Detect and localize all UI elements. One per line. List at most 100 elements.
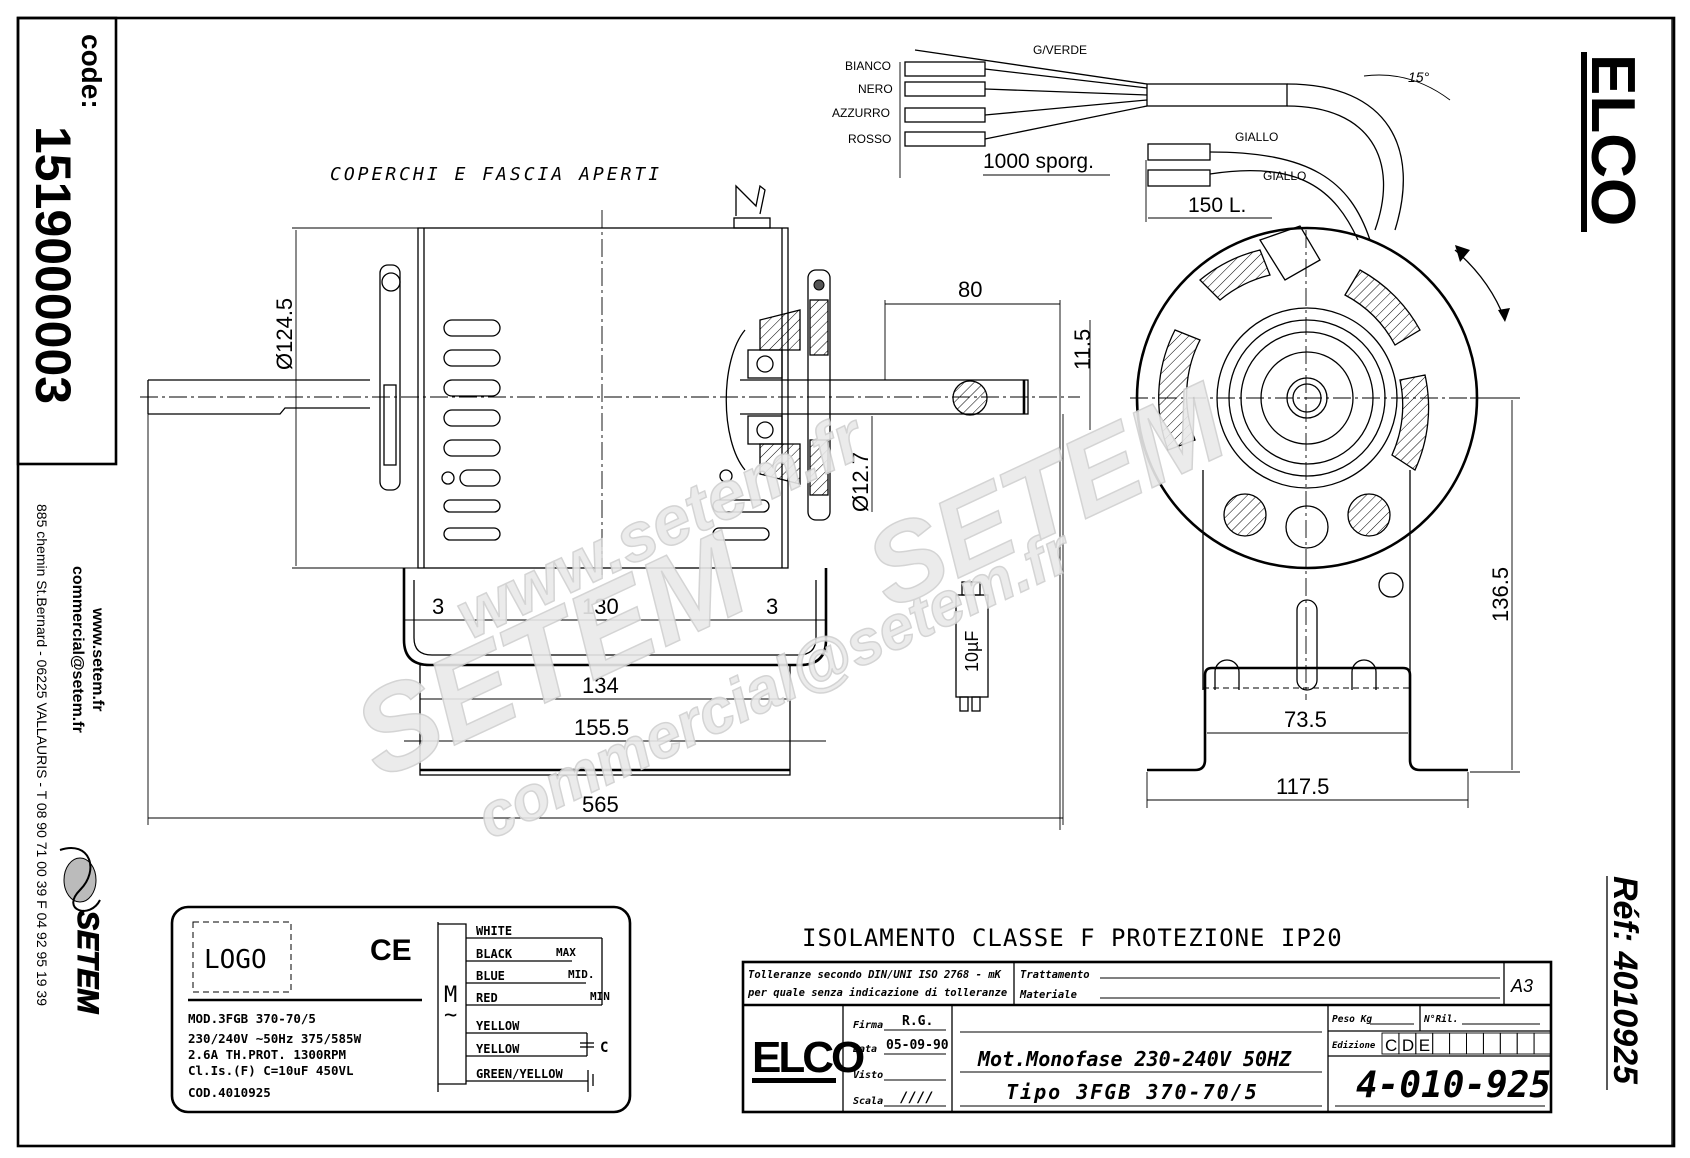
svg-text:Trattamento: Trattamento: [1020, 969, 1090, 981]
logo-placeholder: LOGO: [204, 945, 267, 975]
svg-text:WHITE: WHITE: [476, 924, 512, 938]
ce-mark: CE: [370, 934, 412, 967]
svg-text:Data: Data: [852, 1044, 877, 1055]
svg-text:Réf: 4010925: Réf: 4010925: [1606, 876, 1644, 1085]
dim-gap-left: 3: [432, 594, 444, 619]
svg-text:MAX: MAX: [556, 946, 576, 959]
drawing-frame: [16, 16, 1676, 1148]
svg-text:C: C: [600, 1040, 608, 1056]
edition-letter: D: [1402, 1036, 1414, 1055]
edition-box: [1499, 1032, 1518, 1055]
svg-text:GREEN/YELLOW: GREEN/YELLOW: [476, 1067, 563, 1081]
edition-box: [1482, 1032, 1501, 1055]
dim-gap-right: 3: [766, 594, 778, 619]
svg-text:Peso Kg: Peso Kg: [1332, 1014, 1372, 1025]
wire-harness: BIANCO NERO AZZURRO ROSSO G/VERDE GIALLO…: [832, 43, 1451, 241]
svg-text:ELCO: ELCO: [752, 1033, 864, 1082]
wire-label-giallo-1: GIALLO: [1235, 130, 1278, 144]
svg-text:Edizione: Edizione: [1332, 1040, 1376, 1051]
sheet-size: A3: [1510, 976, 1533, 996]
vent-slots: [441, 319, 770, 541]
title-block: ISOLAMENTO CLASSE F PROTEZIONE IP20 Toll…: [741, 924, 1553, 1114]
edition-letter: C: [1385, 1036, 1397, 1055]
contact-strip: www.setem.fr commercial@setem.fr 885 che…: [34, 504, 106, 1015]
svg-text:MIN: MIN: [590, 990, 610, 1003]
wire-label-rosso: ROSSO: [848, 132, 891, 146]
svg-text:YELLOW: YELLOW: [476, 1042, 520, 1056]
edition-letter: E: [1419, 1036, 1430, 1055]
elco-small-logo: ELCO: [752, 1033, 867, 1083]
svg-text:YELLOW: YELLOW: [476, 1019, 520, 1033]
insulation-heading: ISOLAMENTO CLASSE F PROTEZIONE IP20: [802, 924, 1343, 952]
svg-text:RED: RED: [476, 991, 498, 1005]
lead-length: 1000 sporg.: [983, 150, 1094, 173]
svg-text:Visto: Visto: [853, 1069, 883, 1081]
dim-flat-depth: 11.5: [1070, 329, 1095, 370]
dim-foot-inner: 73.5: [1284, 707, 1327, 732]
dim-base-width: 134: [582, 673, 619, 698]
capacitor: 10µF: [955, 581, 989, 712]
svg-text:MOD.3FGB 370-70/5: MOD.3FGB 370-70/5: [188, 1011, 316, 1026]
svg-text:230/240V ~50Hz 375/585W: 230/240V ~50Hz 375/585W: [188, 1031, 362, 1046]
svg-text:2.6A TH.PROT. 1300RPM: 2.6A TH.PROT. 1300RPM: [188, 1047, 346, 1062]
edition-box: [1466, 1032, 1484, 1055]
edition-box: [1449, 1032, 1467, 1055]
scale-value: ////: [900, 1090, 934, 1106]
dim-shaft-height: 136.5: [1488, 567, 1513, 622]
motor-side-view: [140, 184, 1080, 776]
description-line-2: Tipo 3FGB 370-70/5: [1006, 1080, 1259, 1104]
description-line-1: Mot.Monofase 230-240V 50HZ: [977, 1047, 1292, 1071]
date-value: 05-09-90: [886, 1038, 949, 1053]
edition-box: [1533, 1032, 1552, 1055]
svg-text:Cl.Is.(F) C=10uF 450VL: Cl.Is.(F) C=10uF 450VL: [188, 1063, 354, 1078]
drawing-number: 4-010-925: [1356, 1065, 1551, 1106]
drawing-note: COPERCHI E FASCIA APERTI: [330, 164, 662, 185]
website-text: www.setem.fr: [89, 607, 106, 711]
wire-label-bianco: BIANCO: [845, 59, 891, 73]
svg-text:per quale senza indicazione di: per quale senza indicazione di tolleranz…: [747, 987, 1007, 999]
dim-bracket-width: 155.5: [574, 715, 629, 740]
motor-end-view: [1130, 225, 1510, 772]
end-dimensions: 136.5 73.5 117.5: [1146, 397, 1520, 808]
svg-text:MID.: MID.: [568, 968, 595, 981]
setem-logo-icon: [59, 847, 101, 912]
svg-text:Materiale: Materiale: [1019, 989, 1077, 1001]
dim-body-diameter: Ø124.5: [272, 298, 297, 370]
dim-shaft-length: 80: [958, 277, 982, 302]
angle-label: 15°: [1408, 69, 1430, 85]
firma-value: R.G.: [902, 1014, 933, 1029]
svg-text:Tolleranze secondo DIN/UNI ISO: Tolleranze secondo DIN/UNI ISO 2768 - mK: [748, 969, 1003, 981]
reference-label: Réf: 4010925: [1606, 876, 1644, 1090]
svg-text:Firma: Firma: [853, 1019, 883, 1031]
dim-shaft-diameter: Ø12.7: [848, 452, 873, 512]
capacitor-label: 10µF: [962, 631, 982, 672]
code-value: 1519000003: [25, 126, 81, 404]
email-text: commercial@setem.fr: [69, 566, 86, 733]
svg-text:N°Ril.: N°Ril.: [1423, 1014, 1458, 1025]
setem-brand-text: SETEM: [71, 910, 104, 1014]
motor-symbol: M: [444, 983, 457, 1008]
cap-lead-length: 150 L.: [1188, 194, 1246, 217]
edition-box: [1516, 1032, 1535, 1055]
watermarks: www.setem.fr SETEM commercial@setem.fr S…: [334, 358, 1247, 853]
code-strip: code: 1519000003: [16, 16, 118, 466]
edition-box: [1432, 1032, 1451, 1055]
code-label: code:: [76, 34, 107, 109]
address-text: 885 chemin St.Bernard - 06225 VALLAURIS …: [34, 504, 50, 1006]
dim-overall-length: 565: [582, 792, 619, 817]
svg-text:Scala: Scala: [853, 1096, 883, 1107]
svg-text:COD.4010925: COD.4010925: [188, 1085, 271, 1100]
dim-foot-outer: 117.5: [1276, 774, 1329, 799]
svg-text:BLACK: BLACK: [476, 947, 513, 961]
wire-label-giallo-2: GIALLO: [1263, 169, 1306, 183]
elco-logo: ELCO: [1578, 52, 1647, 232]
side-dimensions: Ø124.5 80 11.5 Ø12.7 3 130 3 134 155.5 5…: [147, 227, 1095, 830]
wire-label-ground: G/VERDE: [1033, 43, 1087, 57]
wire-label-nero: NERO: [858, 82, 893, 96]
svg-text:~: ~: [444, 1003, 457, 1028]
wire-label-azzurro: AZZURRO: [832, 106, 890, 120]
svg-text:BLUE: BLUE: [476, 969, 505, 983]
nameplate: LOGO CE MOD.3FGB 370-70/5 230/240V ~50Hz…: [170, 905, 632, 1114]
